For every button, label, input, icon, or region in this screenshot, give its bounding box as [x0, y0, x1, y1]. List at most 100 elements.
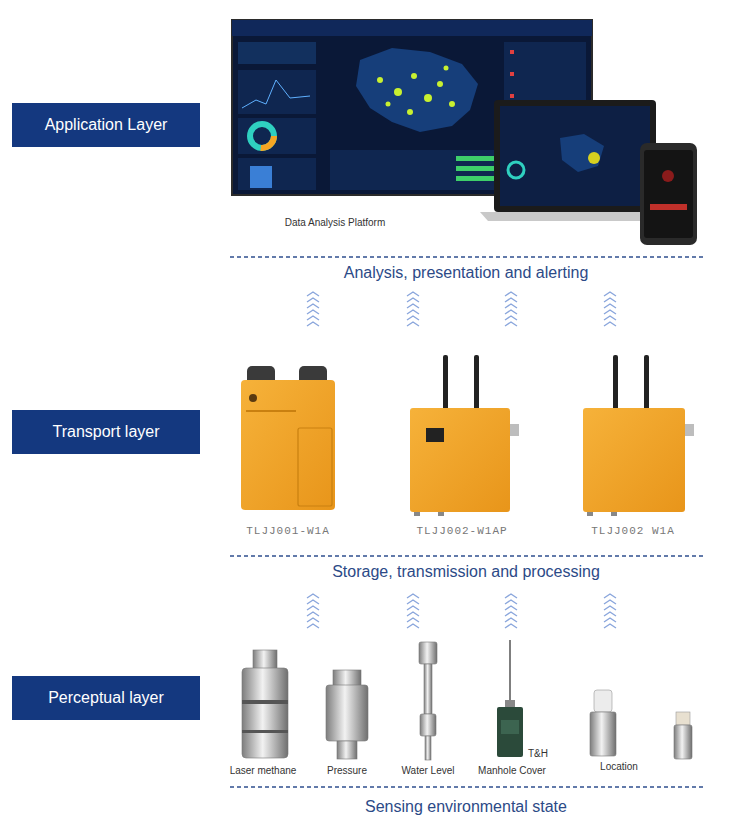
phone-screen — [644, 150, 693, 238]
sensor-body — [326, 685, 368, 741]
app-logo — [662, 170, 674, 182]
gateway-device — [410, 355, 519, 516]
sensor-body — [242, 668, 288, 758]
line-chart — [242, 80, 310, 108]
sensor-tip — [425, 736, 431, 760]
bar — [250, 166, 272, 188]
layer-box: Perceptual layer — [12, 676, 200, 720]
donut-segment — [250, 124, 274, 148]
sensor-wire — [509, 640, 511, 706]
figure-caption: Data Analysis Platform — [285, 217, 386, 229]
phone — [640, 143, 697, 245]
sensor-name: T&H — [528, 748, 548, 760]
device-housing — [241, 380, 335, 510]
layer-function: Analysis, presentation and alerting — [344, 263, 589, 282]
header-bar — [232, 20, 592, 36]
laptop-base — [480, 212, 668, 221]
map-dot — [394, 88, 402, 96]
chevron-arrow — [407, 292, 419, 326]
laser-methane-sensor — [242, 650, 288, 758]
laptop-bezel — [494, 100, 656, 212]
chevron-arrow — [307, 292, 319, 326]
layer-title: Application Layer — [45, 115, 168, 135]
laptop-screen — [500, 106, 650, 206]
th-sensor — [674, 712, 692, 759]
layer-function: Sensing environmental state — [365, 797, 567, 816]
laptop — [480, 100, 668, 221]
device-model: TLJJ001-W1A — [246, 525, 330, 538]
chevron-arrow — [505, 292, 517, 326]
water-level-sensor — [419, 642, 437, 760]
layer-box: Transport layer — [12, 410, 200, 454]
app-button — [650, 204, 687, 210]
sensor-fitting — [253, 650, 277, 670]
sensor-cap — [594, 690, 612, 712]
sensor-body — [674, 725, 692, 759]
location-sensor — [590, 690, 616, 756]
chevron-arrow — [604, 292, 616, 326]
sensor-band — [242, 730, 288, 733]
layer-function: Storage, transmission and processing — [332, 562, 600, 581]
dashed-divider — [230, 786, 703, 788]
device-connector — [685, 424, 694, 436]
panel — [238, 70, 316, 114]
sensor-float — [420, 714, 436, 736]
device-housing — [410, 408, 510, 512]
device-logo — [249, 394, 257, 402]
donut-chart — [508, 162, 524, 178]
chevron-arrow — [307, 594, 319, 628]
device-panel — [298, 428, 332, 506]
sensor-thread — [337, 741, 357, 759]
map-dot — [411, 73, 417, 79]
dashed-divider — [230, 256, 703, 258]
alert-dot — [510, 94, 514, 98]
gateway-device — [241, 366, 335, 510]
antenna — [474, 355, 479, 411]
panel — [238, 158, 316, 190]
manhole-cover-sensor — [497, 640, 523, 757]
sensor-name: Manhole Cover — [478, 765, 546, 777]
map-dot — [444, 66, 449, 71]
sensor-band — [242, 700, 288, 704]
device-print — [246, 410, 296, 412]
map-dot — [386, 102, 391, 107]
sensor-gland — [505, 700, 515, 708]
status-bar — [456, 176, 494, 181]
alert-dot — [510, 72, 514, 76]
device-housing — [583, 408, 685, 512]
sensor-cap — [676, 712, 690, 725]
device-model: TLJJ002-W1AP — [416, 525, 507, 538]
panel — [238, 118, 316, 154]
dashed-divider — [230, 555, 703, 557]
layer-title: Perceptual layer — [48, 688, 164, 708]
sensor-rod — [424, 664, 432, 714]
donut-chart — [250, 124, 274, 148]
map-dot — [424, 94, 432, 102]
map-dot — [377, 77, 383, 83]
sensor-name: Pressure — [327, 765, 367, 777]
phone-body — [640, 143, 697, 245]
map-shape — [560, 134, 604, 172]
chevron-arrow — [604, 594, 616, 628]
device-foot — [414, 512, 420, 516]
layer-box: Application Layer — [12, 103, 200, 147]
device-connector — [510, 424, 519, 436]
panel — [238, 42, 316, 64]
sensor-label — [501, 720, 519, 734]
antenna — [613, 355, 618, 411]
map-dot — [588, 152, 600, 164]
sensor-fitting — [333, 670, 361, 686]
layer-title: Transport layer — [53, 422, 160, 442]
antenna — [644, 355, 649, 411]
map-dot — [437, 81, 443, 87]
pressure-sensor — [326, 670, 368, 759]
device-foot — [611, 512, 617, 516]
device-foot — [438, 512, 444, 516]
sensor-name: Location — [600, 761, 638, 773]
gateway-device — [583, 355, 694, 516]
sensor-name: Water Level — [402, 765, 455, 777]
list-panel — [330, 150, 500, 190]
sensor-body — [590, 712, 616, 756]
sensor-cap — [419, 642, 437, 664]
